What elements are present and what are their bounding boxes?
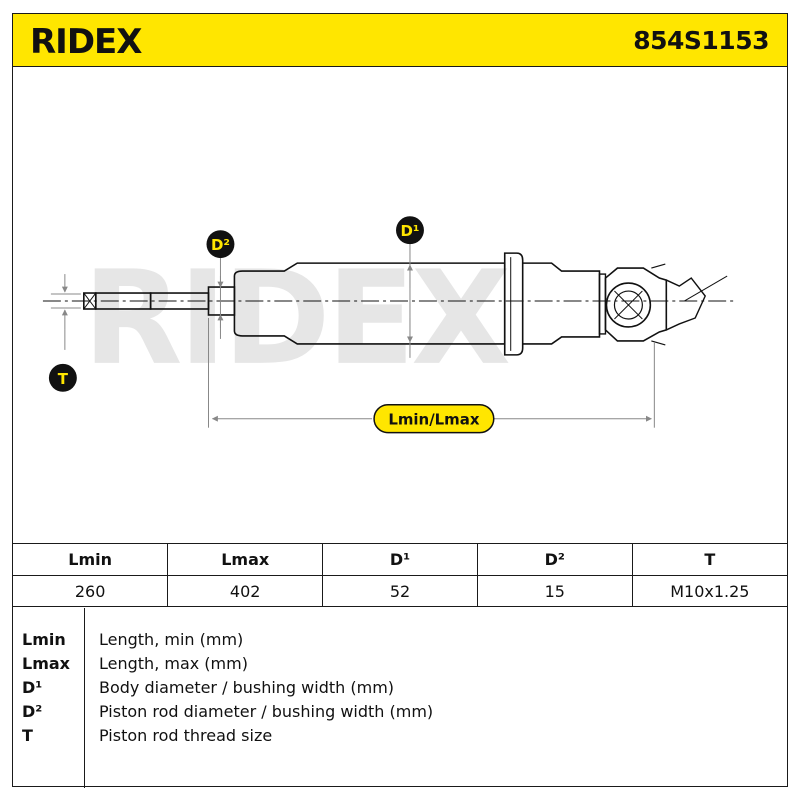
legend-key: D² <box>22 702 43 721</box>
header-d1: D¹ <box>322 543 478 576</box>
svg-text:D²: D² <box>211 236 230 254</box>
watermark: RIDEX <box>83 243 509 394</box>
value-lmax: 402 <box>167 575 324 607</box>
legend-key: Lmax <box>22 654 70 673</box>
header-lmax: Lmax <box>167 543 324 576</box>
legend-desc: Body diameter / bushing width (mm) <box>99 678 395 697</box>
part-number: 854S1153 <box>633 26 769 55</box>
legend-key: T <box>22 726 33 745</box>
svg-text:T: T <box>58 370 69 388</box>
lower-body <box>522 262 601 345</box>
svg-text:Lmin/Lmax: Lmin/Lmax <box>388 411 480 429</box>
spec-sheet: RIDEX 854S1153 RIDEX <box>12 13 788 788</box>
legend-item: D¹ Body diameter / bushing width (mm) <box>13 678 787 702</box>
header-lmin: Lmin <box>13 543 169 576</box>
legend-key: D¹ <box>22 678 43 697</box>
legend: Lmin Length, min (mm) Lmax Length, max (… <box>13 608 787 788</box>
legend-item: Lmax Length, max (mm) <box>13 654 787 678</box>
value-d1: 52 <box>322 575 478 607</box>
d2-callout: D² <box>206 230 235 259</box>
legend-desc: Piston rod diameter / bushing width (mm) <box>99 702 434 721</box>
shock-absorber-drawing: RIDEX <box>42 216 738 434</box>
value-lmin: 260 <box>13 575 169 607</box>
t-callout: T <box>48 363 77 392</box>
spec-table-header-row: Lmin Lmax D¹ D² T <box>13 543 787 576</box>
legend-key: Lmin <box>22 630 66 649</box>
legend-item: Lmin Length, min (mm) <box>13 630 787 654</box>
ridex-logo: RIDEX <box>30 26 143 56</box>
svg-text:RIDEX: RIDEX <box>30 26 142 56</box>
legend-desc: Length, max (mm) <box>99 654 248 673</box>
value-t: M10x1.25 <box>631 575 787 607</box>
header-d2: D² <box>476 543 633 576</box>
d1-callout: D¹ <box>396 216 424 245</box>
spec-table-value-row: 260 402 52 15 M10x1.25 <box>13 575 787 607</box>
svg-text:D¹: D¹ <box>400 222 419 240</box>
legend-desc: Length, min (mm) <box>99 630 244 649</box>
length-callout: Lmin/Lmax <box>373 403 495 434</box>
header-bar: RIDEX 854S1153 <box>13 14 787 67</box>
spring-seat <box>503 252 524 356</box>
spec-table: Lmin Lmax D¹ D² T 260 402 52 15 M10x1.25 <box>13 543 787 607</box>
legend-item: T Piston rod thread size <box>13 726 787 750</box>
legend-divider <box>84 608 85 788</box>
legend-item: D² Piston rod diameter / bushing width (… <box>13 702 787 726</box>
header-t: T <box>631 543 787 576</box>
legend-desc: Piston rod thread size <box>99 726 273 745</box>
value-d2: 15 <box>476 575 633 607</box>
bottom-bushing <box>604 263 728 346</box>
